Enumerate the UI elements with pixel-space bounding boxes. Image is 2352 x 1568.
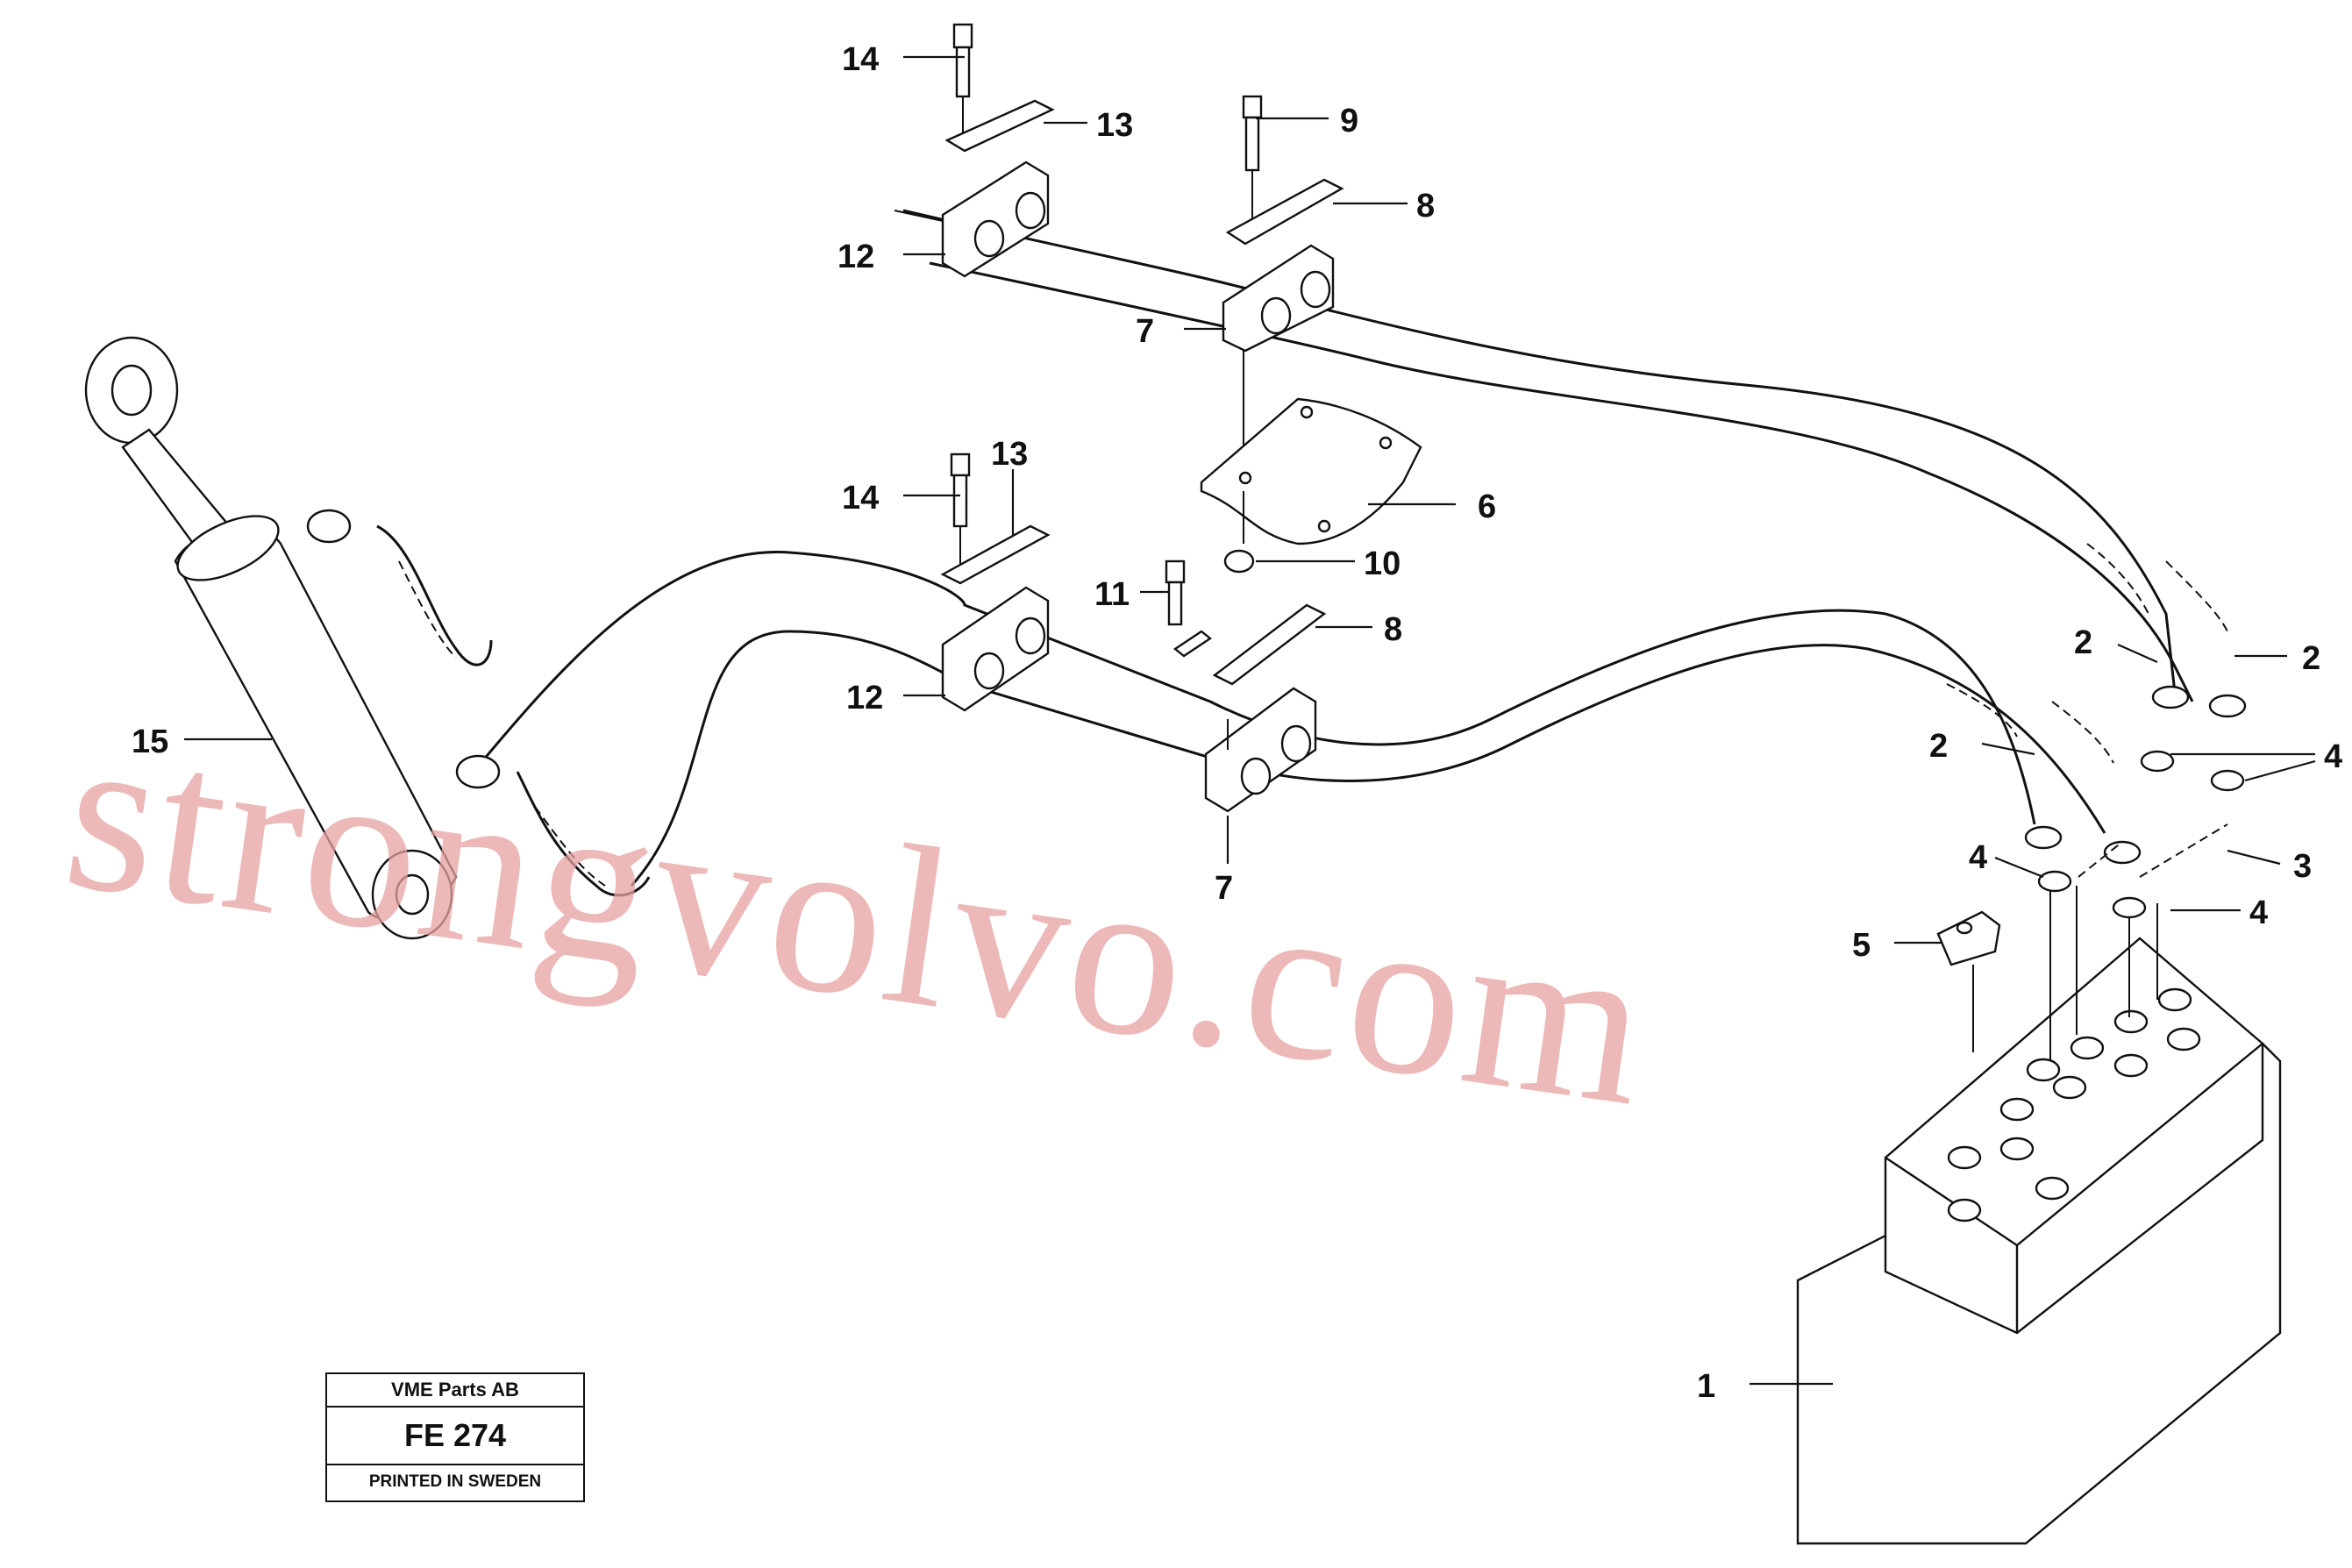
callout-11: 11 [1094, 576, 1130, 613]
callout-4-left: 4 [1969, 839, 1987, 876]
clamp-12-upper [941, 160, 1050, 278]
callout-1: 1 [1697, 1368, 1715, 1405]
bolt-14-lower-shank [952, 474, 968, 528]
clamp-7-upper-bore-a [1260, 296, 1292, 335]
callout-8-lower: 8 [1384, 611, 1402, 648]
fitting-2-c [2151, 685, 2190, 709]
clamp-12-upper-bore-a [973, 219, 1005, 258]
washer-11 [1172, 630, 1213, 658]
callout-12-lower: 12 [846, 680, 883, 716]
watermark-text: strongvolvo.com [53, 682, 1664, 1154]
stamp-code: FE 274 [327, 1408, 583, 1465]
callout-4-lower: 4 [2249, 894, 2268, 931]
title-stamp: VME Parts AB FE 274 PRINTED IN SWEDEN [325, 1372, 585, 1502]
clamp-7-lower [1204, 687, 1317, 813]
upper-hose-a [902, 209, 2177, 694]
callout-12-upper: 12 [837, 239, 874, 275]
cylinder-hose-lower [516, 771, 651, 897]
right-sleeve-1 [2086, 543, 2149, 615]
fitting-2-d [2208, 694, 2247, 718]
lower-hose-a [472, 551, 2036, 825]
callout-7-lower: 7 [1215, 870, 1233, 907]
bolt-11-head [1165, 559, 1186, 584]
hydraulic-cylinder [84, 336, 501, 940]
right-sleeve-4 [2051, 701, 2114, 764]
plate-8-upper [1225, 178, 1344, 246]
bracket-assembly [1200, 397, 1422, 574]
nut-10 [1223, 549, 1255, 574]
valve-block [1796, 877, 2282, 1545]
callout-2-b: 2 [2302, 640, 2320, 677]
callout-15: 15 [132, 723, 168, 760]
bolt-14-lower-head [950, 453, 971, 477]
callout-10: 10 [1364, 545, 1401, 582]
cylinder-base-eye-hole [395, 873, 430, 916]
callout-8-upper: 8 [1416, 188, 1435, 225]
callout-4-upper: 4 [2324, 738, 2342, 775]
clamp-12-lower [941, 586, 1050, 712]
callout-9: 9 [1340, 103, 1358, 139]
stamp-company: VME Parts AB [327, 1374, 583, 1408]
upper-clamp-assembly [894, 23, 1344, 465]
clamp-12-lower-bore-b [1015, 617, 1046, 655]
callout-14-upper: 14 [842, 41, 879, 78]
bolt-9-head [1242, 95, 1263, 119]
lower-clamp-assembly [940, 453, 1327, 813]
cylinder-port-lower [455, 754, 501, 789]
washer-4-b [2112, 896, 2147, 919]
stamp-printed: PRINTED IN SWEDEN [368, 1472, 542, 1491]
fitting-2-a [2024, 825, 2063, 850]
upper-hose-b [929, 261, 2194, 702]
bolt-9-shank [1244, 116, 1260, 172]
right-sleeve-2 [2165, 560, 2228, 632]
cylinder-rod-eye-hole [110, 364, 153, 417]
lower-hose-sleeve [534, 806, 606, 887]
callout-5: 5 [1852, 927, 1871, 964]
clamp-7-lower-bore-b [1280, 724, 1312, 763]
bolt-14-upper-head [952, 23, 973, 49]
clamp-7-lower-bore-a [1240, 757, 1272, 795]
upper-hose-sleeve [398, 560, 457, 659]
lower-hose-b [630, 630, 2106, 887]
clamp-12-lower-bore-a [973, 652, 1005, 690]
cylinder-port-upper [306, 509, 352, 544]
clamp-12-upper-bore-b [1015, 191, 1046, 230]
hoses [376, 209, 2228, 897]
callout-14-lower: 14 [842, 480, 879, 517]
cylinder-hose-upper [376, 524, 493, 666]
plate-13-lower [940, 524, 1051, 585]
flange-5 [1936, 910, 2001, 966]
bracket-6 [1200, 397, 1422, 545]
bolt-11-shank [1167, 581, 1183, 626]
callout-3: 3 [2293, 848, 2312, 885]
plate-13-upper [944, 99, 1055, 153]
callout-2-a: 2 [2074, 624, 2092, 661]
washer-4-a [2037, 870, 2072, 893]
hose-fittings [1936, 685, 2247, 1052]
cylinder-head [176, 515, 280, 581]
callouts: 14 13 9 8 12 7 6 10 14 13 11 8 12 7 15 2 [132, 41, 2342, 1405]
callout-6: 6 [1478, 488, 1496, 525]
callout-2-c: 2 [1929, 728, 1948, 765]
clamp-7-upper-bore-b [1300, 270, 1331, 309]
fitting-2-b [2103, 840, 2142, 865]
washer-4-d [2210, 769, 2245, 792]
washer-4-c [2140, 750, 2175, 773]
callout-13-lower: 13 [991, 436, 1028, 473]
plate-8-lower [1212, 603, 1327, 686]
bolt-14-upper-shank [955, 46, 971, 98]
callout-13-upper: 13 [1096, 107, 1133, 144]
callout-7-upper: 7 [1136, 313, 1154, 350]
